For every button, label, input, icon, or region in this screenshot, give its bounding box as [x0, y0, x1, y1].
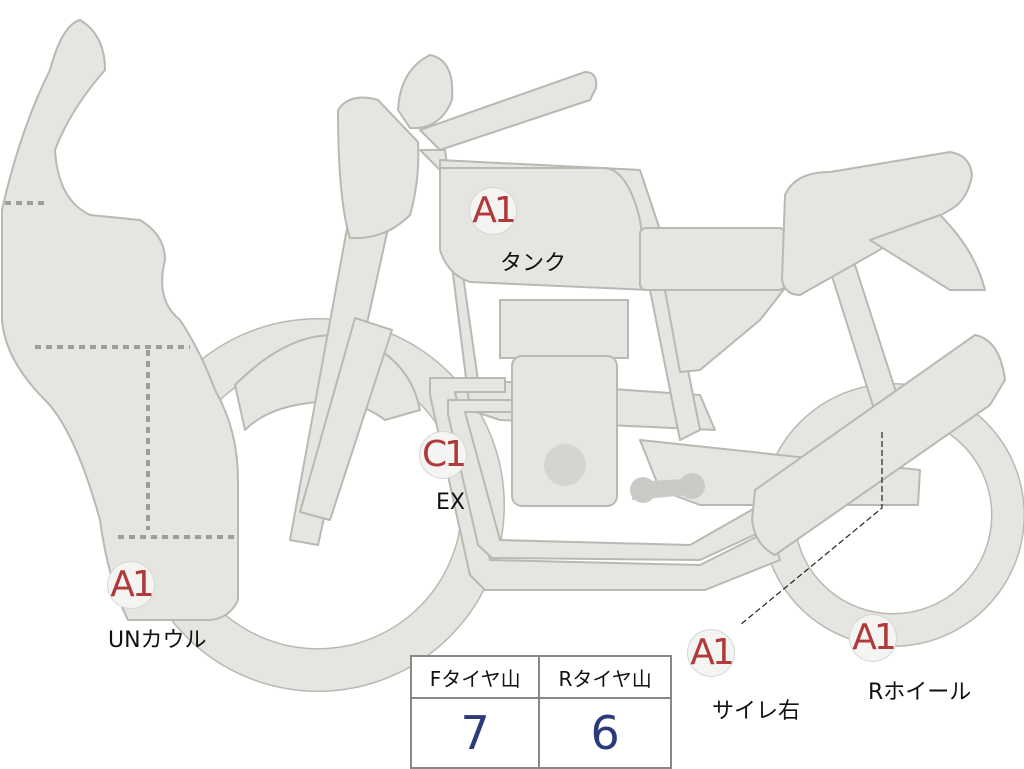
handlebar — [419, 71, 598, 151]
leader-line — [739, 432, 883, 626]
front-tire-tread-header: Fタイヤ山 — [409, 655, 541, 699]
ex-marker-code: C1 — [420, 432, 467, 478]
under-cowl — [1, 19, 239, 621]
rear-wheel-marker-code: A1 — [850, 615, 897, 661]
uncowl-marker-code: A1 — [108, 562, 155, 608]
rear-tire-tread-value: 6 — [538, 697, 672, 769]
mirror — [397, 54, 454, 130]
fairing-dotted-lines — [5, 201, 235, 539]
rear-fender — [869, 214, 986, 291]
tire-tread-table: Fタイヤ山 Rタイヤ山 7 6 — [409, 655, 672, 769]
seat — [639, 227, 786, 291]
headlight — [337, 96, 420, 240]
silencer-right-marker-label: サイレ右 — [712, 699, 801, 724]
silencer-right-marker-code: A1 — [688, 630, 735, 676]
fork-lower — [299, 317, 393, 521]
muffler — [751, 334, 1006, 556]
rear-wheel-marker-label: Rホイール — [868, 680, 972, 705]
uncowl-marker-label: UNカウル — [108, 628, 207, 653]
engine-block — [511, 355, 618, 507]
front-tire-tread-value: 7 — [409, 697, 541, 769]
tank-marker-label: タンク — [500, 251, 567, 276]
side-cover — [664, 287, 786, 373]
ex-marker-label: EX — [436, 490, 465, 515]
tank-marker-code: A1 — [470, 188, 517, 234]
engine-top — [499, 299, 629, 359]
rear-tire-tread-header: Rタイヤ山 — [538, 655, 672, 699]
tail-cowl — [781, 151, 973, 296]
engine-cover — [544, 444, 586, 486]
